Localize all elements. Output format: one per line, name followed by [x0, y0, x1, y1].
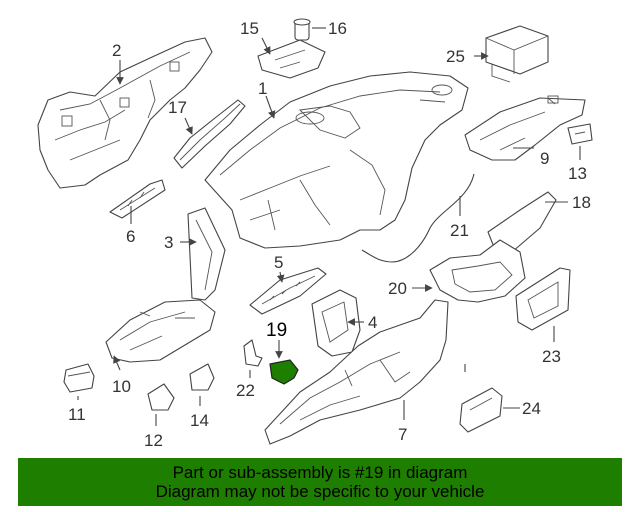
part-2-frame [37, 37, 213, 189]
callout-15: 15 [240, 19, 259, 38]
callout-2: 2 [112, 41, 121, 60]
part-14-bracket [189, 363, 215, 391]
part-3-side-panel [187, 207, 226, 301]
part-4-console-side [311, 289, 361, 357]
banner-line-2: Diagram may not be specific to your vehi… [155, 482, 485, 501]
callout-24: 24 [522, 399, 541, 418]
callout-16: 16 [328, 19, 347, 38]
banner-line-1: Part or sub-assembly is #19 in diagram [172, 463, 468, 482]
callout-13: 13 [568, 164, 587, 183]
callout-4: 4 [368, 313, 377, 332]
info-banner: Part or sub-assembly is #19 in diagram D… [18, 458, 622, 506]
part-6-bracket [109, 179, 166, 219]
callout-20: 20 [388, 279, 407, 298]
callout-10: 10 [112, 377, 131, 396]
callout-18: 18 [572, 193, 591, 212]
callout-19: 19 [266, 320, 287, 341]
part-13-bracket [567, 123, 593, 145]
part-10-bracket [105, 299, 216, 363]
part-22-bracket [243, 339, 263, 367]
part-20-console-trim [429, 239, 526, 303]
part-11-block [63, 363, 95, 393]
callout-7: 7 [398, 425, 407, 444]
callout-25: 25 [446, 47, 465, 66]
part-17-trim-strip [173, 99, 246, 169]
part-19-highlighted[interactable] [269, 359, 299, 385]
callout-6: 6 [126, 227, 135, 246]
callout-3: 3 [164, 233, 173, 252]
part-23-bezel [515, 267, 571, 331]
callout-12: 12 [144, 431, 163, 450]
callout-23: 23 [542, 347, 561, 366]
callout-17: 17 [168, 98, 187, 117]
callout-14: 14 [190, 411, 209, 430]
part-15-cover [257, 39, 326, 79]
part-12-bracket [147, 383, 175, 411]
part-25-module [485, 25, 549, 83]
part-24-bracket [459, 387, 503, 433]
callout-9: 9 [540, 149, 549, 168]
callout-22: 22 [236, 381, 255, 400]
callout-labels: 15 16 25 2 17 1 9 13 18 21 6 3 5 20 4 19… [68, 19, 591, 450]
callout-21: 21 [450, 221, 469, 240]
parts-diagram: 15 16 25 2 17 1 9 13 18 21 6 3 5 20 4 19… [37, 18, 593, 450]
part-9-panel [464, 95, 586, 161]
part-21-cable [361, 173, 475, 263]
leader-lines [77, 27, 581, 426]
callout-11: 11 [68, 405, 86, 424]
callout-1: 1 [258, 79, 267, 98]
callout-5: 5 [274, 253, 283, 272]
part-7-console [264, 299, 449, 445]
part-16-clip [293, 18, 311, 41]
part-1-instrument-panel [204, 71, 469, 249]
